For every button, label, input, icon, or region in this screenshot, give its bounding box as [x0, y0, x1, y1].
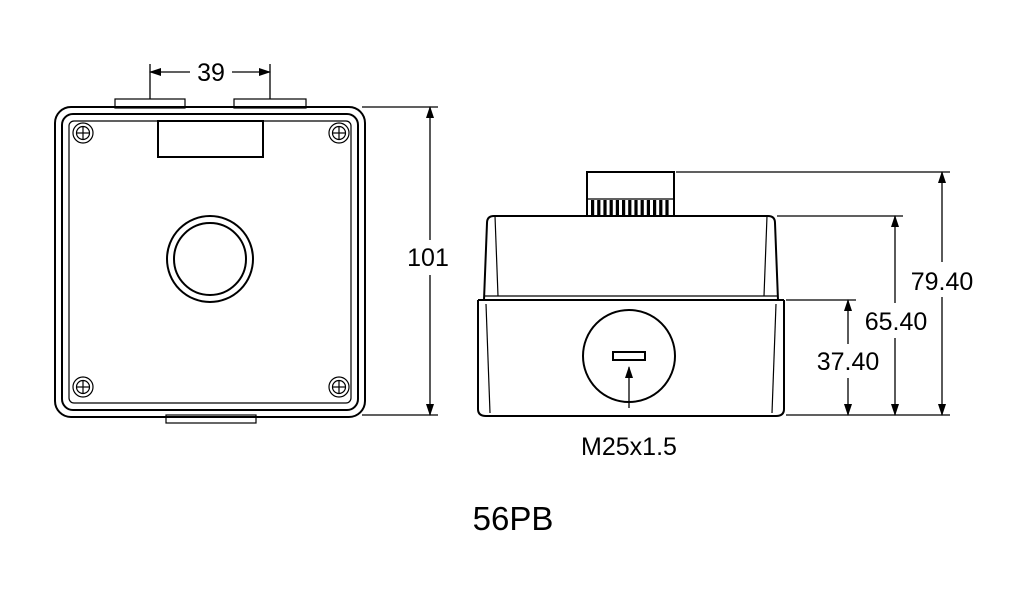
- cable-entry-slot: [612, 351, 646, 361]
- screw-icon: [328, 376, 350, 398]
- dimension-width-label: 39: [197, 59, 225, 87]
- side-base: [477, 300, 785, 417]
- dimension-cover-height: 65.40: [865, 215, 928, 416]
- screw-icon: [328, 122, 350, 144]
- model-label: 56PB: [473, 500, 554, 537]
- front-inner-body: [61, 113, 359, 411]
- thread-callout-label: M25x1.5: [581, 433, 677, 461]
- pushbutton-actuator: [586, 171, 675, 217]
- dimension-base-height: 37.40: [817, 299, 880, 416]
- front-bottom-tab: [165, 414, 257, 424]
- front-label-window: [157, 120, 264, 158]
- side-cover: [483, 215, 779, 301]
- screw-icon: [72, 376, 94, 398]
- front-button-outer-ring: [166, 215, 254, 303]
- dimension-height: 101: [362, 106, 449, 416]
- screw-icon: [72, 122, 94, 144]
- dimension-overall-height-label: 79.40: [911, 268, 974, 296]
- front-button-inner-ring: [173, 222, 247, 296]
- side-view: M25x1.5 79.40 65.40 37.40: [477, 171, 974, 461]
- front-lid-face: [68, 120, 352, 404]
- dimension-base-height-label: 37.40: [817, 348, 880, 376]
- dimension-overall-height: 79.40: [911, 171, 974, 416]
- dimension-cover-height-label: 65.40: [865, 308, 928, 336]
- dimension-height-label: 101: [407, 244, 449, 272]
- front-view: 39 101: [54, 59, 449, 424]
- dimension-width: 39: [149, 59, 271, 99]
- front-outer-body: [54, 106, 366, 418]
